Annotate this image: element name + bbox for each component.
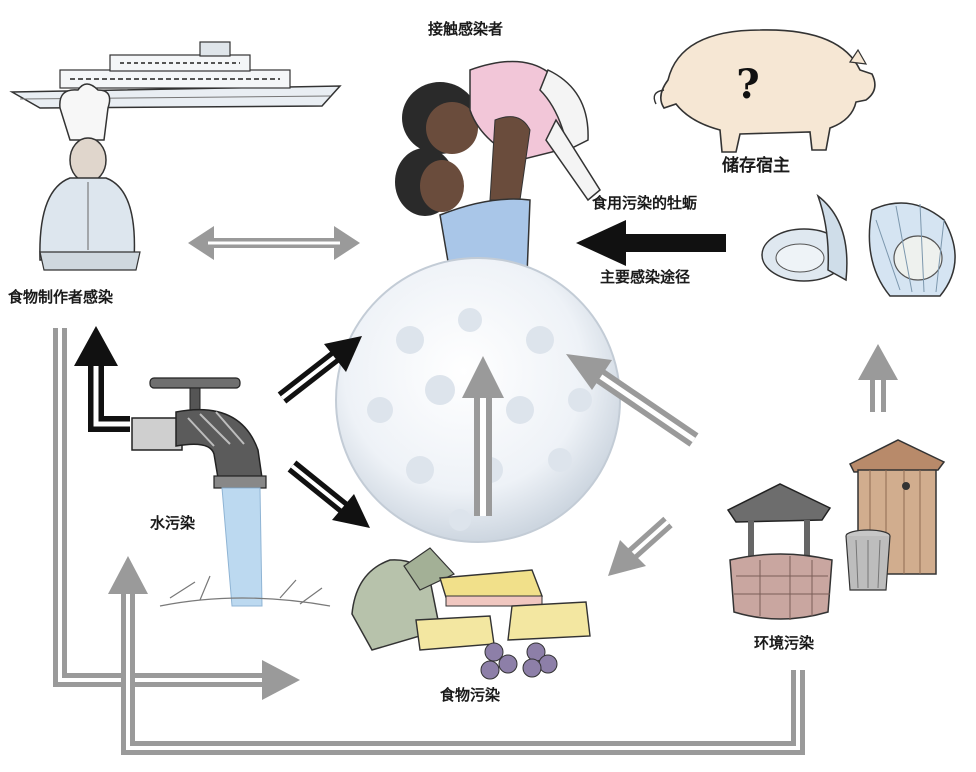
- contaminated-food-icon: [351, 547, 591, 680]
- arrow-water-to-virus: [277, 336, 362, 404]
- oyster-shell-icon: [761, 193, 956, 297]
- label-contact-infected: 接触感染者: [428, 20, 504, 38]
- label-storage-host: 储存宿主: [722, 156, 790, 176]
- infected-child-icon: [402, 60, 601, 202]
- chef-icon: [39, 83, 141, 271]
- arrow-environment-to-water: [108, 556, 805, 755]
- faucet-icon: [131, 377, 267, 489]
- label-environment: 环境污染: [754, 634, 815, 652]
- arrow-environment-to-virus: [566, 354, 699, 447]
- water-well-icon: [726, 483, 833, 620]
- label-oyster: 食用污染的牡蛎: [592, 194, 698, 212]
- question-mark-icon: ?: [736, 61, 759, 108]
- label-water: 水污染: [150, 514, 196, 532]
- label-main-route: 主要感染途径: [600, 268, 691, 286]
- arrow-oyster-to-contact: [576, 220, 726, 266]
- pig-icon: ?: [653, 29, 876, 153]
- trash-bin-icon: [845, 529, 891, 591]
- arrow-water-to-food: [287, 460, 370, 528]
- water-stream-icon: [159, 487, 331, 607]
- double-arrow-chef-contact: [188, 226, 360, 260]
- arrow-environment-to-food: [608, 516, 673, 576]
- label-food: 食物污染: [440, 686, 501, 704]
- arrow-food-handler-to-food: [53, 328, 300, 700]
- arrow-water-to-food-handler: [74, 326, 130, 432]
- arrow-food-to-virus: [462, 356, 504, 516]
- arrow-environment-to-oyster: [858, 344, 898, 412]
- label-food-handler: 食物制作者感染: [8, 288, 114, 306]
